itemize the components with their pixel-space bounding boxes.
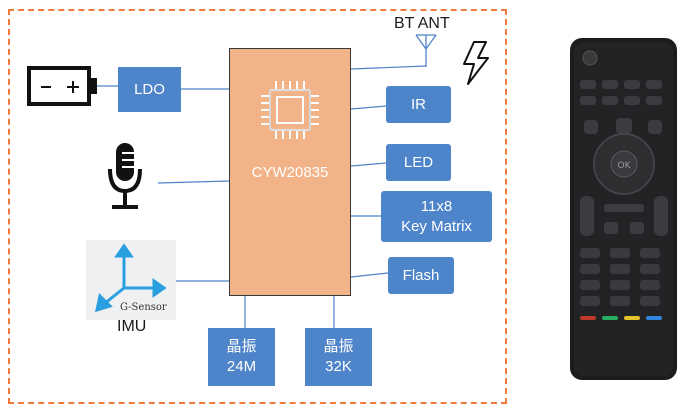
crystal-24m-block: 晶振 24M [208,328,275,386]
imu-label: IMU [117,318,147,335]
system-boundary-frame [8,9,507,404]
gsensor-label: G-Sensor [120,302,167,313]
wire-chip-ir [350,105,387,110]
crystal-32k-block: 晶振 32K [305,328,372,386]
chip-icon [261,81,319,139]
battery-icon [27,66,97,106]
key-matrix-block: 11x8 Key Matrix [381,191,492,242]
antenna-icon [415,34,437,67]
wire-chip-led [350,162,387,167]
wire-chip-flash [350,272,389,278]
ldo-block: LDO [118,67,181,112]
chip-label: CYW20835 [251,164,329,181]
lightning-icon [463,41,489,85]
microphone-icon [108,143,142,209]
flash-block: Flash [388,257,454,294]
axes-icon [94,243,167,313]
wire-mic-chip [157,180,230,184]
led-block: LED [386,144,451,181]
bt-antenna-label: BT ANT [394,15,450,32]
wire-chip-antenna [350,65,427,70]
remote-control-image: OK [566,36,681,382]
ir-block: IR [386,86,451,123]
svg-text:OK: OK [618,161,632,171]
